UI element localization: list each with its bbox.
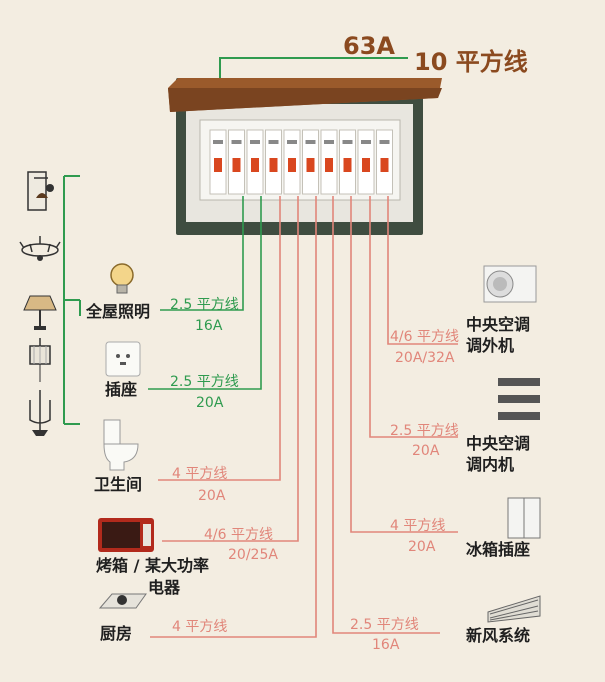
socket-name: 插座 [105, 380, 138, 399]
breaker-switch[interactable] [246, 129, 264, 195]
refrigerator-icon [507, 497, 541, 539]
fridge-amperage: 20A [408, 539, 436, 555]
main-amperage-label: 63A [343, 32, 395, 60]
breaker-switch[interactable] [228, 129, 245, 195]
ac-outdoor-unit-icon [483, 265, 537, 303]
bathroom-amperage: 20A [198, 488, 226, 504]
oven-name-line1: 烤箱 / 某大功率 [96, 556, 209, 575]
bathroom-name: 卫生间 [94, 475, 143, 494]
fresh-air-amperage: 16A [372, 637, 400, 653]
light-bulb-icon [110, 263, 134, 294]
lighting-fixtures [19, 171, 81, 436]
ac-indoor-unit-icon [498, 378, 540, 420]
ac-indoor-amperage: 20A [412, 443, 440, 459]
bathroom-wire-line [158, 196, 281, 481]
ac-indoor-name-line2: 调内机 [466, 455, 515, 474]
fridge-name: 冰箱插座 [466, 540, 531, 559]
breaker-switch[interactable] [339, 129, 356, 195]
breaker-row [209, 129, 393, 195]
kitchen-wire-line [150, 196, 317, 638]
kitchen-wire: 4 平方线 [172, 619, 228, 635]
ac-indoor-wire-line [369, 196, 458, 438]
ac-outdoor-name-line2: 调外机 [466, 336, 515, 355]
breaker-switch[interactable] [209, 129, 227, 195]
fresh-air-vent-icon [487, 595, 541, 623]
candelabra-icon [29, 390, 51, 436]
distribution-box [168, 78, 442, 235]
fridge-wire: 4 平方线 [390, 518, 446, 534]
ac-outdoor-wire-line [387, 196, 458, 345]
lighting-wire-line [160, 196, 244, 311]
chandelier-icon [19, 236, 61, 261]
fridge-wire-line [350, 196, 458, 533]
lighting-amperage: 16A [195, 318, 223, 334]
ac-outdoor-wire: 4/6 平方线 [390, 329, 459, 345]
breaker-switch[interactable] [320, 129, 338, 195]
oven-icon [98, 518, 154, 552]
kitchen-name: 厨房 [100, 624, 133, 643]
breaker-switch[interactable] [265, 129, 282, 195]
oven-wire-line [162, 196, 299, 542]
oven-name-line2: 电器 [148, 578, 181, 597]
fresh-air-name: 新风系统 [466, 626, 531, 645]
bathroom-wire: 4 平方线 [172, 466, 228, 482]
lighting-wire: 2.5 平方线 [170, 297, 239, 313]
socket-wire-line [148, 196, 262, 390]
toilet-icon [103, 419, 139, 471]
socket-wire: 2.5 平方线 [170, 374, 239, 390]
socket-amperage: 20A [196, 395, 224, 411]
lighting-name: 全屋照明 [86, 302, 151, 321]
oven-amperage: 20/25A [228, 547, 278, 563]
ac-outdoor-amperage: 20A/32A [395, 350, 455, 366]
breaker-switch[interactable] [357, 129, 375, 195]
ac-indoor-name-line1: 中央空调 [466, 434, 531, 453]
breaker-switch[interactable] [376, 129, 393, 195]
gas-stove-icon [98, 593, 147, 609]
floor-lamp-icon [23, 295, 57, 330]
breaker-switch[interactable] [302, 129, 319, 195]
ac-indoor-wire: 2.5 平方线 [390, 423, 459, 439]
breaker-switch[interactable] [283, 129, 301, 195]
oven-wire: 4/6 平方线 [204, 527, 273, 543]
main-wire-label: 10 平方线 [414, 48, 528, 76]
branch-wires [148, 196, 458, 638]
fresh-air-wire-line [332, 196, 440, 634]
pendant-lamp-icon [29, 338, 51, 382]
fresh-air-wire: 2.5 平方线 [350, 617, 419, 633]
wall-socket-icon [105, 341, 141, 377]
ac-outdoor-name-line1: 中央空调 [466, 315, 531, 334]
wall-lamp-icon [27, 171, 54, 211]
